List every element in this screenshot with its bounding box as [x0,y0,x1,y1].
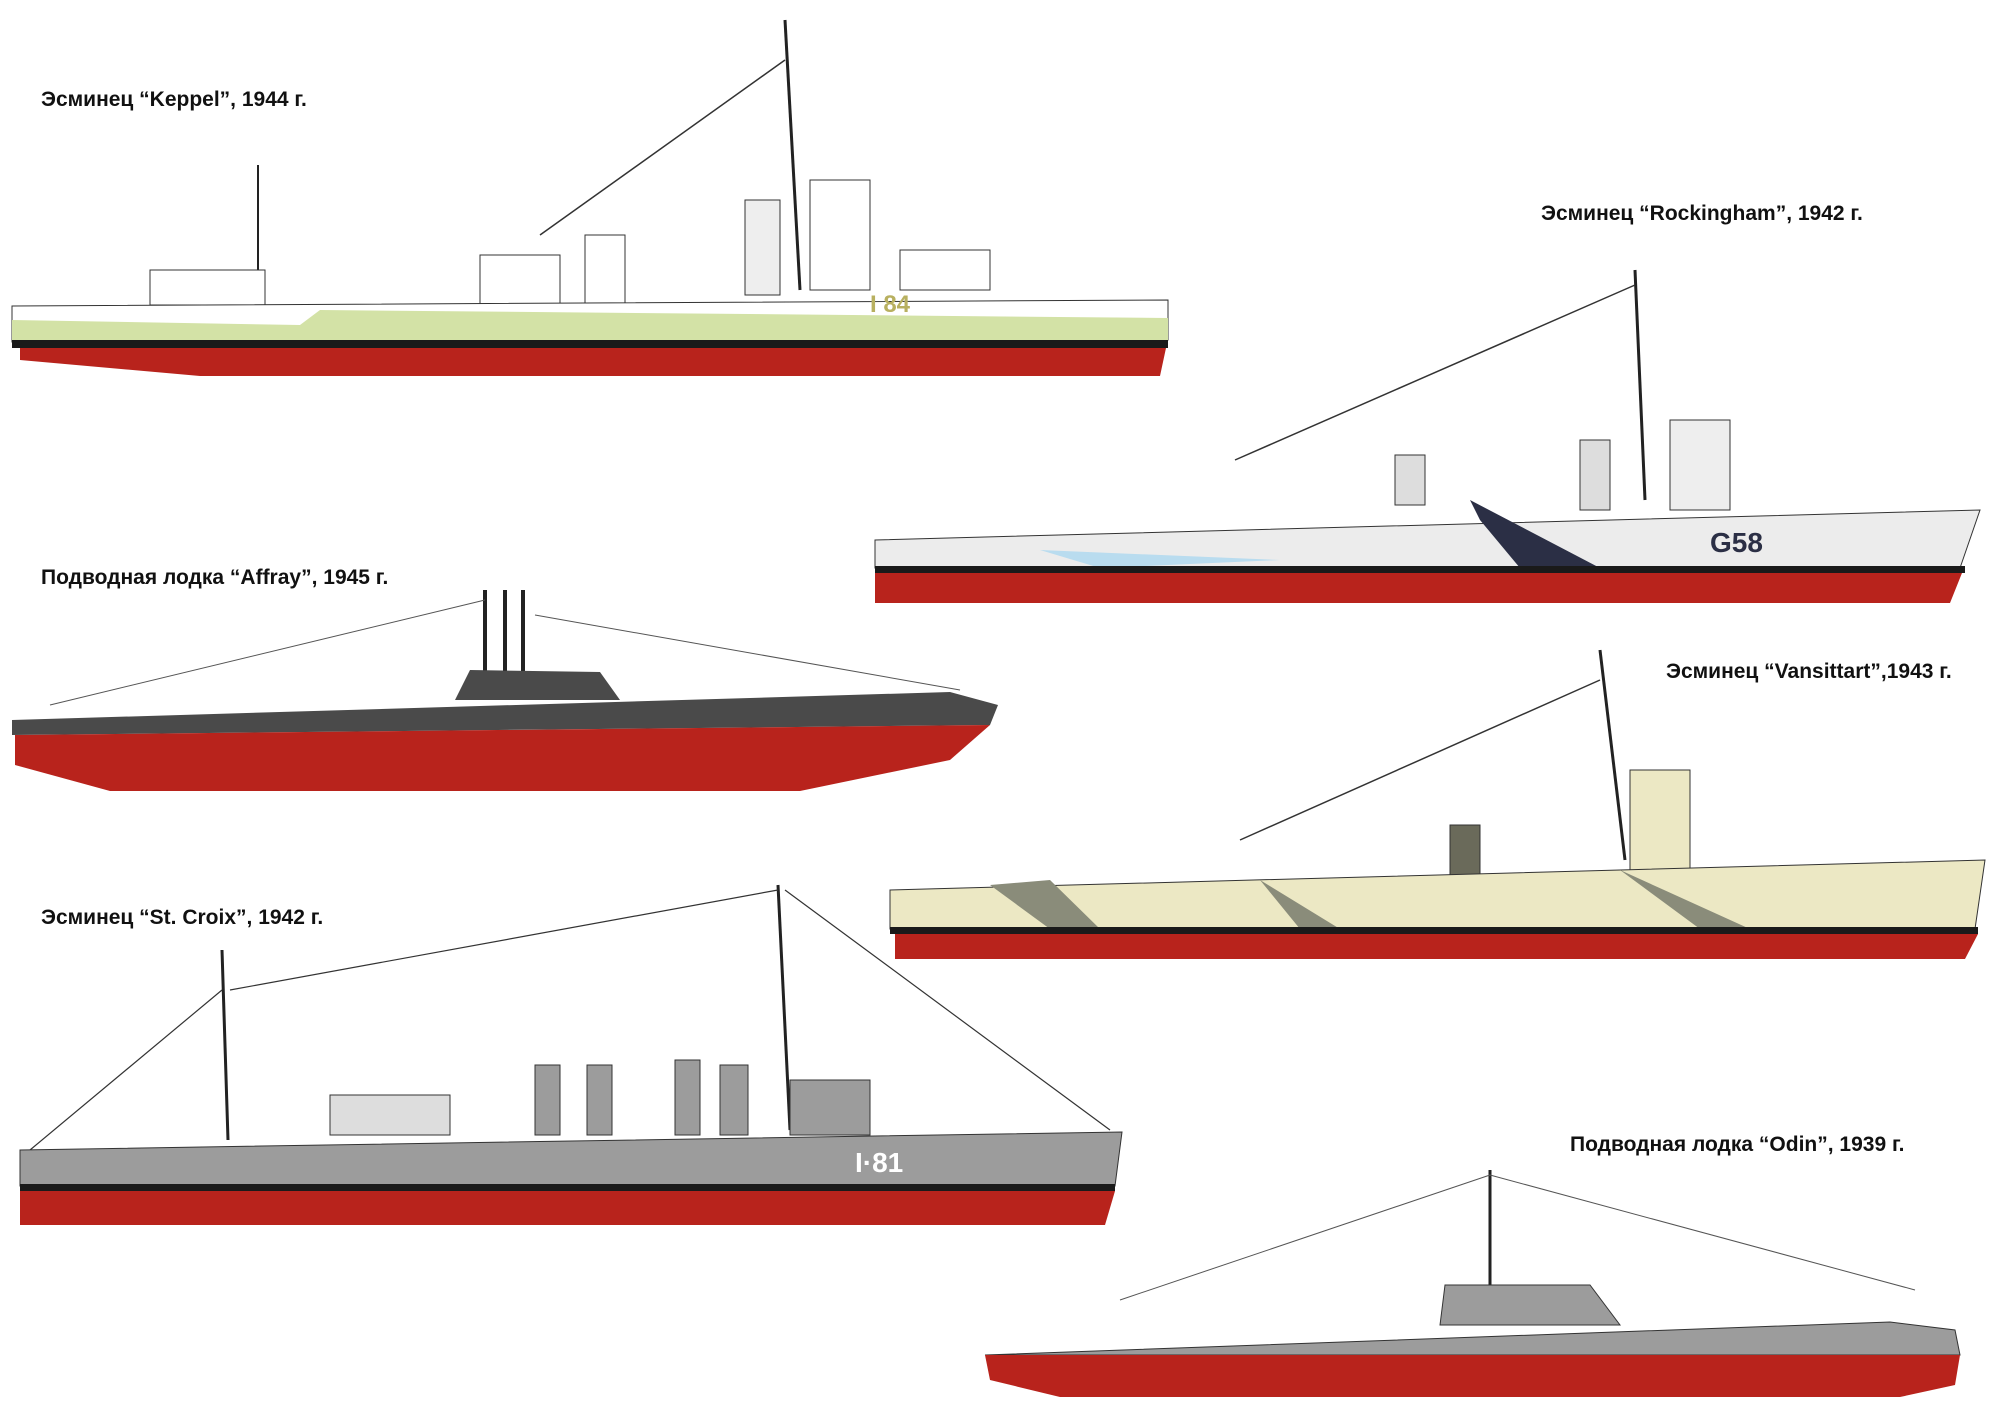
caption-affray: Подводная лодка “Affray”, 1945 г. [41,566,389,589]
sub-affray [12,590,998,791]
caption-rockingham: Эсминец “Rockingham”, 1942 г. [1541,202,1863,225]
hull-number-st-croix: I·81 [855,1147,903,1178]
sub-odin [984,1170,1961,1397]
caption-vansittart: Эсминец “Vansittart”,1943 г. [1666,660,1952,683]
ship-vansittart [889,649,1986,959]
hull-number-rockingham: G58 [1710,527,1763,558]
ship-rockingham: G58 [874,269,1981,603]
hull-number-keppel: I 84 [870,291,911,318]
ship-st-croix: I·81 [19,884,1123,1225]
caption-odin: Подводная лодка “Odin”, 1939 г. [1570,1133,1905,1156]
caption-st-croix: Эсминец “St. Croix”, 1942 г. [41,906,324,929]
caption-keppel: Эсминец “Keppel”, 1944 г. [41,88,307,111]
ship-keppel: I 84 [11,19,1169,376]
